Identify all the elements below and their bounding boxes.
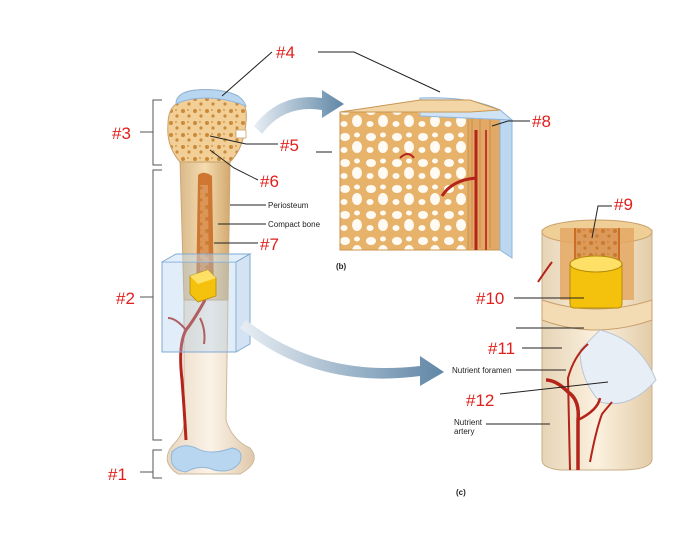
- marker-1: #1: [108, 465, 127, 484]
- label-nutrient-foramen: Nutrient foramen: [452, 366, 512, 375]
- label-compact-bone: Compact bone: [268, 220, 321, 229]
- marker-2: #2: [116, 289, 135, 308]
- leader-lines: [209, 51, 612, 425]
- zoom-arrows: [240, 90, 444, 386]
- panel-label-b: (b): [336, 262, 347, 271]
- label-periosteum: Periosteum: [268, 201, 309, 210]
- label-nutrient-artery: Nutrient artery: [454, 418, 483, 436]
- marker-3: #3: [112, 124, 131, 143]
- marker-4: #4: [276, 43, 295, 62]
- marker-6: #6: [260, 172, 279, 191]
- region-brackets: [140, 99, 162, 479]
- marker-11: #11: [488, 339, 516, 358]
- marker-12: #12: [466, 391, 495, 410]
- marker-7: #7: [260, 235, 279, 254]
- long-bone: [161, 89, 255, 475]
- marker-10: #10: [476, 289, 505, 308]
- marker-9: #9: [614, 195, 633, 214]
- panel-label-c: (c): [456, 488, 466, 497]
- shaft-section: [537, 219, 657, 471]
- marker-5: #5: [280, 136, 299, 155]
- marker-8: #8: [532, 112, 551, 131]
- spongy-bone-block: [339, 97, 514, 259]
